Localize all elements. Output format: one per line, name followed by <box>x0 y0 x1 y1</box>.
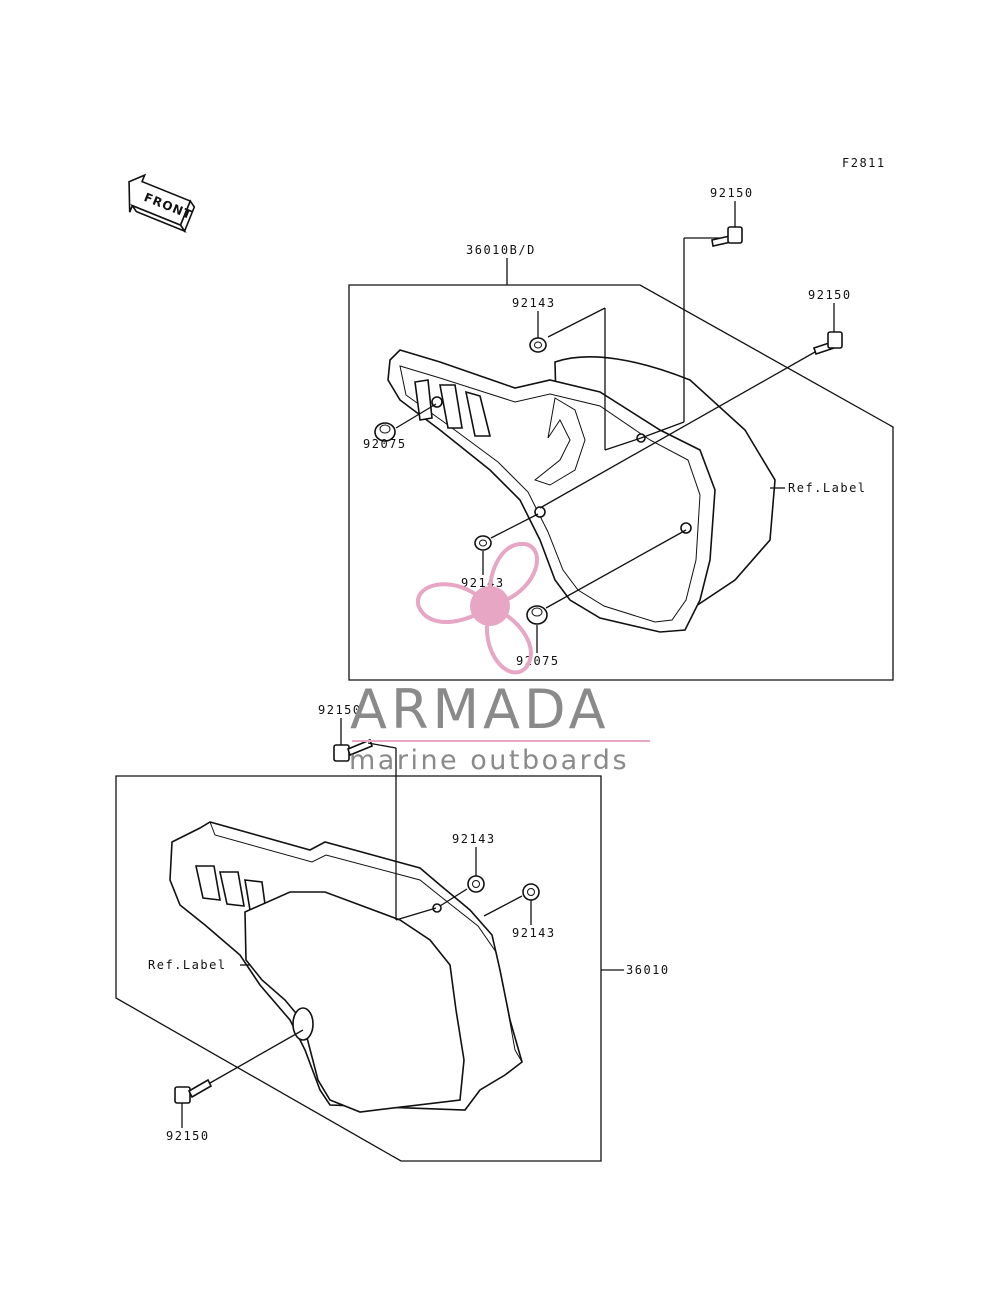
top-cover-assembly: 92150 92150 36010B/D 92143 92075 Ref.Lab… <box>348 186 894 681</box>
bolt-top-a <box>711 226 743 247</box>
bolt-top-b <box>812 331 843 356</box>
armada-watermark: ARMADA marine outboards <box>349 541 650 776</box>
label-bolt-top-b: 92150 <box>808 288 852 302</box>
label-grommet-bottom-b: 92143 <box>512 926 556 940</box>
top-side-cover <box>387 349 716 633</box>
label-cover-assembly-bottom: 36010 <box>626 963 670 977</box>
label-damper-top-left: 92075 <box>363 437 407 451</box>
top-assembly-frame <box>348 284 894 681</box>
label-bolt-bottom: 92150 <box>166 1129 210 1143</box>
bolt-bottom <box>174 1078 213 1104</box>
grommet-top-b <box>474 535 492 551</box>
front-arrow-icon: FRONT <box>128 173 196 233</box>
label-cover-assembly-top: 36010B/D <box>466 243 536 257</box>
damper-top-left <box>374 422 396 442</box>
damper-top-bottom <box>526 605 548 625</box>
label-ref-label-top: Ref.Label <box>788 481 867 495</box>
bottom-assembly-frame <box>115 775 602 1162</box>
propeller-logo-icon <box>415 541 539 675</box>
grommet-bottom-a <box>467 875 485 893</box>
label-bolt-top-a: 92150 <box>710 186 754 200</box>
label-grommet-top-a: 92143 <box>512 296 556 310</box>
label-grommet-bottom-a: 92143 <box>452 832 496 846</box>
grommet-bottom-b <box>522 883 540 901</box>
bottom-label-panel <box>244 891 465 1113</box>
label-bolt-mid: 92150 <box>318 703 362 717</box>
label-ref-label-bottom: Ref.Label <box>148 958 227 972</box>
figure-code: F2811 <box>842 156 886 170</box>
watermark-brand: ARMADA <box>350 678 610 741</box>
watermark-tagline: marine outboards <box>349 745 629 776</box>
bottom-cover-assembly: 92150 92143 92143 Ref.Label 36010 92150 <box>115 703 670 1162</box>
grommet-top-a <box>529 337 547 353</box>
label-damper-top-bottom: 92075 <box>516 654 560 668</box>
